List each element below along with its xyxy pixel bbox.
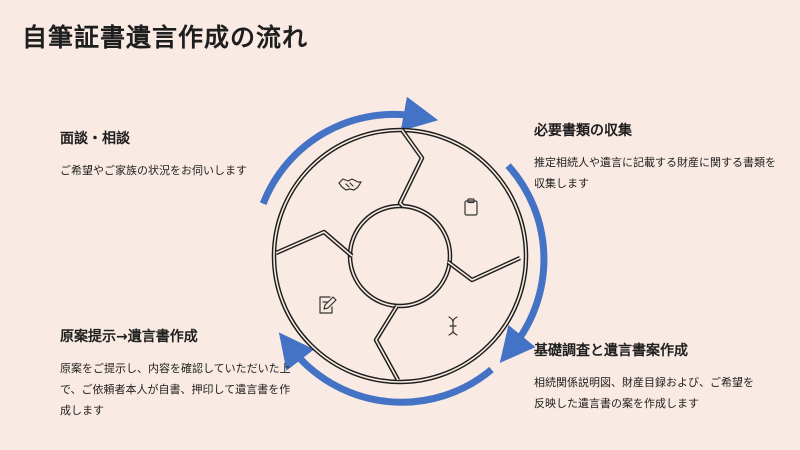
- step-title: 原案提示→遺言書作成: [60, 329, 198, 345]
- step-document-collection: 必要書類の収集 推定相続人や遺言に記載する財産に関する書類を収集します: [534, 120, 784, 194]
- arrow-right: [499, 163, 548, 364]
- divider-bottom: [373, 304, 400, 382]
- step-description: 推定相続人や遺言に記載する財産に関する書類を収集します: [534, 156, 776, 190]
- step-proposal-creation: 原案提示→遺言書作成 原案をご提示し、内容を確認していただいた上で、ご依頼者本人…: [60, 326, 292, 421]
- divider-top: [397, 128, 425, 208]
- step-title: 基礎調査と遺言書案作成: [534, 343, 688, 359]
- page-title: 自筆証書遺言作成の流れ: [22, 23, 309, 52]
- document-edit-icon: [319, 296, 337, 314]
- handshake-icon: [338, 178, 362, 191]
- step-description: ご希望やご家族の状況をお伺いします: [60, 164, 247, 177]
- step-description: 原案をご提示し、内容を確認していただいた上で、ご依頼者本人が自書、押印して遺言書…: [60, 362, 291, 417]
- step-description: 相続関係説明図、財産目録および、ご希望を反映した遺言書の案を作成します: [534, 376, 754, 410]
- divider-right: [446, 255, 521, 283]
- step-title: 面談・相談: [60, 131, 130, 147]
- step-interview: 面談・相談 ご希望やご家族の状況をお伺いします: [60, 128, 290, 181]
- arrow-top: [259, 96, 439, 205]
- arrow-bottom: [278, 332, 494, 406]
- wheel-outline: [271, 127, 529, 385]
- wheel-hub: [347, 203, 453, 309]
- divider-left: [275, 229, 354, 258]
- text-cursor-icon: [448, 316, 458, 336]
- clipboard-icon: [464, 198, 478, 216]
- step-title: 必要書類の収集: [534, 123, 632, 139]
- step-research-draft: 基礎調査と遺言書案作成 相続関係説明図、財産目録および、ご希望を反映した遺言書の…: [534, 340, 764, 414]
